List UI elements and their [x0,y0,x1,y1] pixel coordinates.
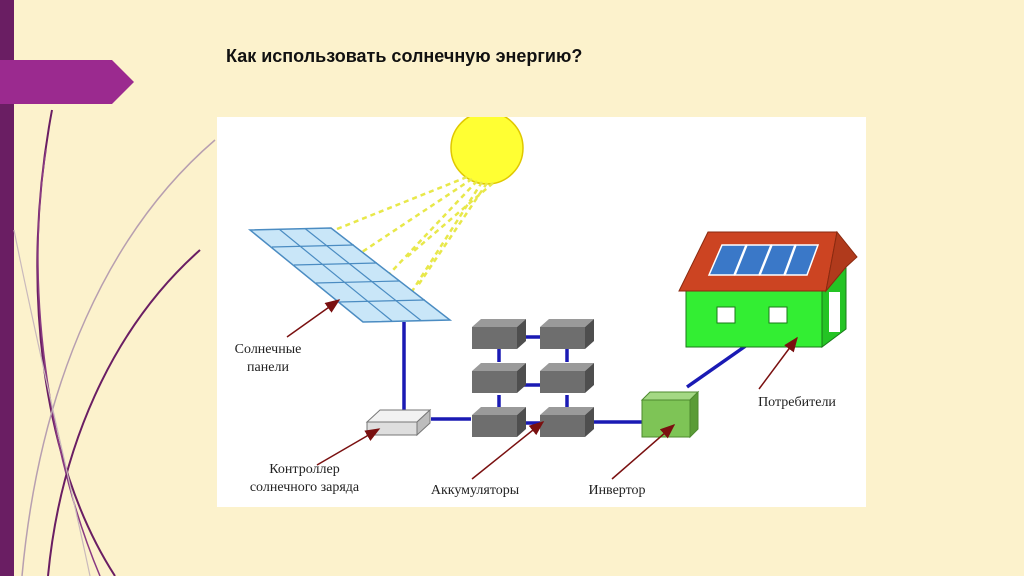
left-accent-bar [0,0,14,576]
label-charge-controller-line2: солнечного заряда [249,480,360,495]
label-solar-panels: Солнечные панели [223,341,313,377]
label-arrows [286,299,798,480]
battery-4 [540,363,594,393]
battery-5 [472,407,526,437]
battery-3 [472,363,526,393]
wiring [402,322,749,425]
label-consumers: Потребители [758,395,836,410]
house-icon [678,230,858,348]
label-inverter: Инвертор [588,483,646,498]
decorative-swoosh-lines [13,109,216,576]
sun-icon [450,117,524,185]
label-solar-panels-line1: Солнечные [234,342,302,357]
battery-1 [472,319,526,349]
slide-title: Как использовать солнечную энергию? [226,46,583,66]
label-batteries: Аккумуляторы [430,483,520,498]
battery-2 [540,319,594,349]
title-marker-tab [0,60,134,104]
batteries-icon [472,319,594,437]
sun-rays [316,175,494,308]
solar-panel-icon [247,227,453,323]
label-charge-controller: Контроллер солнечного заряда [217,461,392,497]
label-charge-controller-line1: Контроллер [269,462,340,477]
solar-system-diagram: Солнечные панели Контроллер солнечного з… [217,117,866,507]
battery-6 [540,407,594,437]
label-solar-panels-line2: панели [247,360,289,375]
inverter-icon [640,390,700,439]
